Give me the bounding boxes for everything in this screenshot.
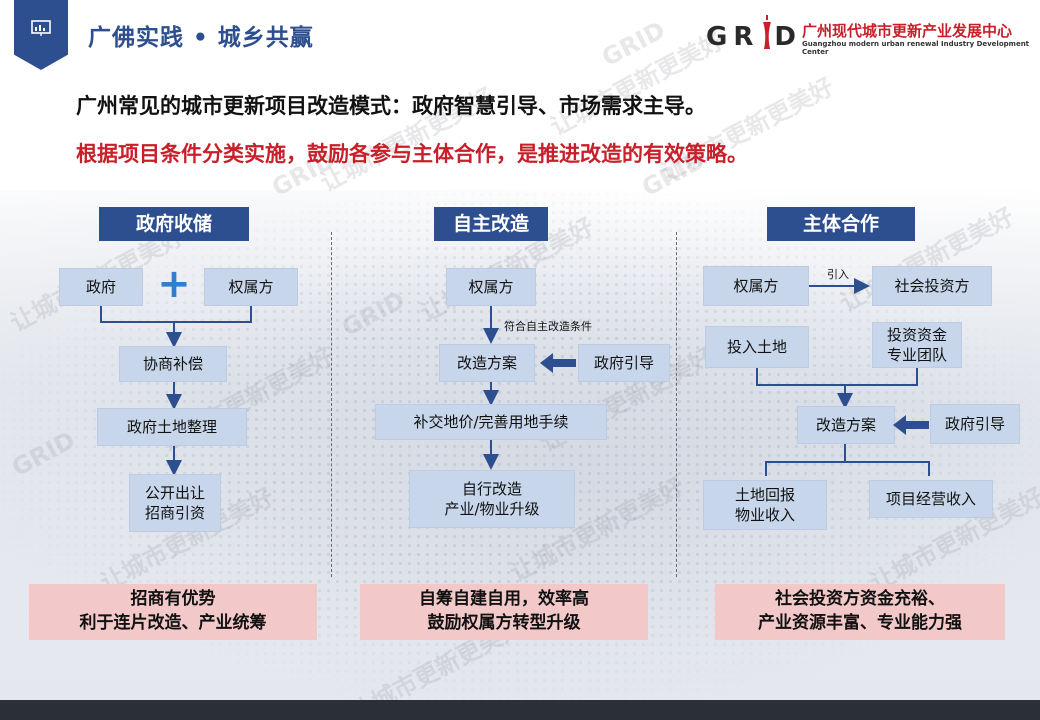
headline-secondary: 根据项目条件分类实施，鼓励各参与主体合作，是推进改造的有效策略。 [76, 142, 748, 166]
left-arrow-icon [540, 353, 576, 373]
logo-wordmark: GR D [706, 22, 802, 52]
column-title-gov-reserve: 政府收储 [99, 207, 249, 241]
result-gov-reserve: 招商有优势 利于连片改造、产业统筹 [29, 584, 317, 640]
node-line: 产业/物业升级 [444, 500, 540, 518]
node-owner: 权属方 [446, 268, 536, 306]
result-line: 社会投资方资金充裕、 [775, 589, 945, 610]
node-land-procedures: 补交地价/完善用地手续 [375, 404, 607, 440]
node-funds-team: 投资资金 专业团队 [872, 322, 962, 368]
node-line: 土地回报 [734, 485, 795, 504]
result-line: 招商有优势 [130, 589, 216, 610]
result-cooperation: 社会投资方资金充裕、 产业资源丰富、专业能力强 [715, 584, 1005, 640]
node-renewal-plan: 改造方案 [439, 344, 535, 382]
headline-primary: 广州常见的城市更新项目改造模式：政府智慧引导、市场需求主导。 [76, 94, 706, 118]
column-divider [676, 232, 677, 577]
node-line: 投资资金 [886, 325, 947, 344]
column-title-self-renewal: 自主改造 [434, 207, 548, 241]
result-line: 产业资源丰富、专业能力强 [758, 613, 962, 633]
result-line: 自筹自建自用，效率高 [419, 589, 589, 610]
left-arrow-icon [893, 415, 929, 435]
node-line: 招商引资 [144, 504, 205, 522]
node-line: 公开出让 [144, 483, 205, 502]
node-line: 专业团队 [886, 346, 947, 364]
condition-label: 符合自主改造条件 [504, 320, 592, 333]
node-line: 自行改造 [461, 479, 522, 498]
node-government: 政府 [59, 268, 143, 306]
node-renewal-plan: 改造方案 [797, 406, 895, 444]
node-land-input: 投入土地 [705, 326, 809, 368]
org-name-en: Guangzhou modern urban renewal Industry … [802, 40, 1030, 56]
page-title: 广佛实践 • 城乡共赢 [88, 25, 314, 51]
watermark: 让城市更新更美好 [655, 72, 839, 188]
presentation-icon [31, 20, 51, 36]
result-line: 鼓励权属方转型升级 [427, 613, 581, 633]
watermark: 让城市更新更美好 [545, 26, 729, 142]
node-operating-income: 项目经营收入 [869, 480, 993, 518]
node-line: 物业收入 [734, 506, 795, 524]
canton-tower-logo-icon [763, 15, 771, 49]
org-name-cn: 广州现代城市更新产业发展中心 [802, 22, 1013, 40]
node-gov-guidance: 政府引导 [930, 404, 1020, 444]
node-negotiate-compensation: 协商补偿 [119, 346, 227, 382]
introduce-label: 引入 [827, 268, 849, 281]
footer-bar [0, 700, 1040, 720]
node-gov-guidance: 政府引导 [578, 344, 670, 382]
node-self-renewal: 自行改造 产业/物业升级 [409, 470, 575, 528]
node-land-preparation: 政府土地整理 [97, 408, 247, 446]
result-self-renewal: 自筹自建自用，效率高 鼓励权属方转型升级 [360, 584, 648, 640]
result-line: 利于连片改造、产业统筹 [79, 613, 267, 633]
column-title-cooperation: 主体合作 [767, 207, 915, 241]
column-divider [331, 232, 332, 577]
node-investor: 社会投资方 [872, 266, 992, 306]
plus-icon: + [157, 261, 191, 307]
node-public-transfer: 公开出让 招商引资 [129, 474, 221, 532]
watermark: GRID [597, 15, 670, 73]
node-owner: 权属方 [204, 268, 298, 306]
node-owner: 权属方 [703, 266, 809, 306]
node-land-return: 土地回报 物业收入 [703, 480, 827, 530]
